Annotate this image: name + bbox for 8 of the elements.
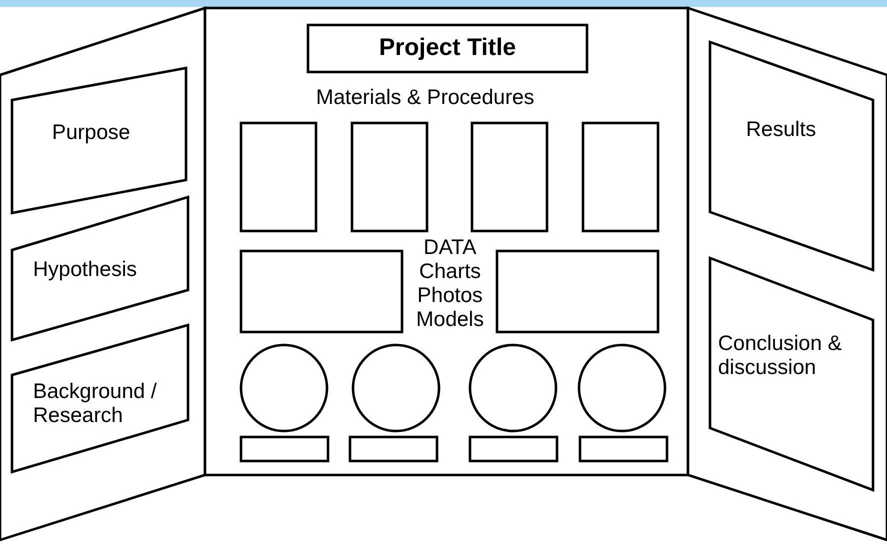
section-heading: Results <box>746 118 818 142</box>
content-list: DATA Charts Photos Models <box>408 236 492 332</box>
section-heading: Hypothesis <box>33 258 138 282</box>
title-text: Project Title <box>378 36 517 60</box>
section-heading: Background / Research <box>33 380 158 428</box>
section-heading: Conclusion & discussion <box>718 332 843 380</box>
section-heading: Purpose <box>52 121 132 145</box>
section-heading: Materials & Procedures <box>316 86 536 110</box>
